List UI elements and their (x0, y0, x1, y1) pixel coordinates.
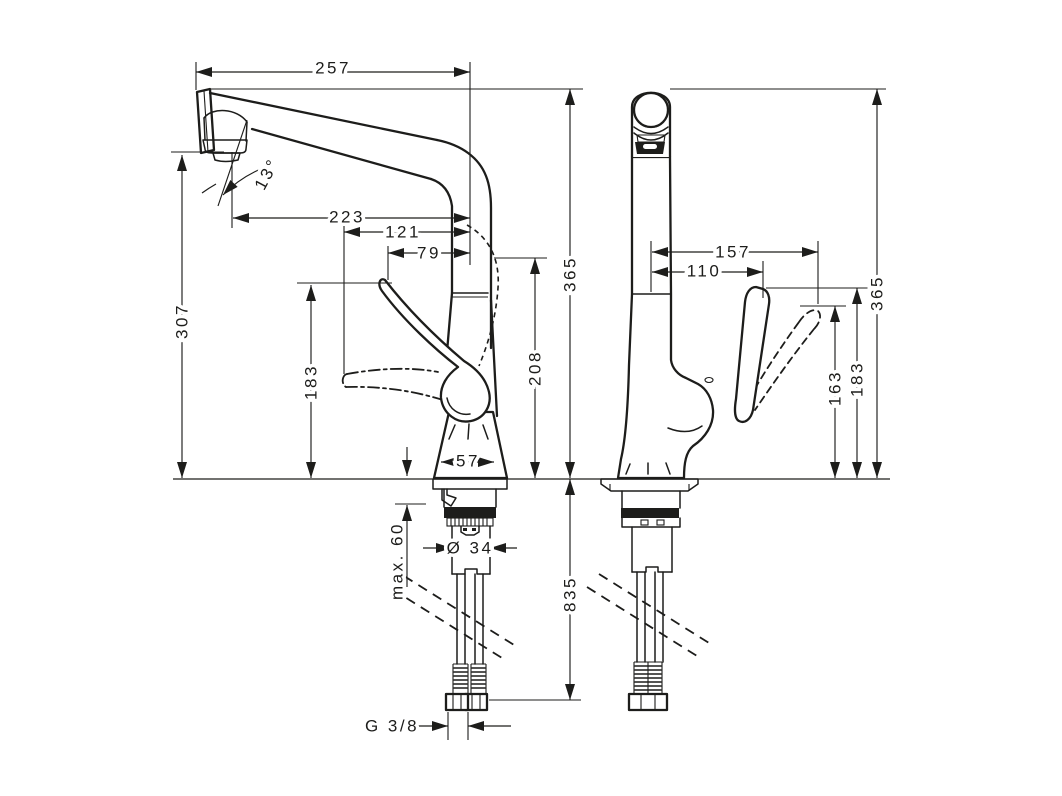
break-lines (586, 573, 710, 657)
handle-socket-dot (704, 376, 714, 384)
front-view (586, 91, 821, 712)
dim-handle-reach-raised: 79 (417, 244, 441, 263)
side-view-handle (378, 278, 491, 423)
dim-handle-height-upright: 183 (848, 361, 867, 397)
front-view-base-under-counter (600, 478, 699, 573)
dim-hose-length: 835 (561, 576, 580, 612)
spout-angle-annotation (201, 119, 269, 207)
dim-total-height-front: 365 (868, 275, 887, 311)
dim-spout-reach: 257 (315, 59, 351, 78)
front-view-handle (733, 285, 771, 423)
dim-hose-thread: G 3/8 (365, 717, 419, 736)
side-view-supply-hoses (391, 573, 515, 712)
dim-handle-reach-upright: 110 (687, 262, 722, 281)
dim-handle-reach-tilted: 157 (715, 243, 751, 262)
front-view-body (616, 155, 715, 480)
dim-max-counter-thickness: max. 60 (388, 522, 407, 600)
dim-total-height-side: 365 (561, 256, 580, 292)
dim-shank-diameter: Ø 34 (447, 539, 494, 558)
dim-body-top-height: 208 (526, 350, 545, 386)
dim-handle-reach-horizontal: 121 (385, 223, 421, 242)
mounting-hook (441, 488, 457, 507)
side-view-base-under-counter (432, 478, 508, 575)
front-view-head (630, 91, 672, 157)
dimension-annotations: 257 13° 223 121 79 307 183 208 365 57 ma… (169, 55, 890, 740)
spout-swivel-outline (466, 224, 500, 367)
break-lines (391, 575, 515, 659)
dim-base-width: 57 (456, 452, 480, 471)
dim-spout-tip-to-axis: 223 (329, 208, 365, 227)
hose-nut-left (444, 692, 470, 712)
front-view-supply-hoses (586, 571, 710, 712)
base-seal (444, 507, 496, 518)
dim-spout-tip-height: 307 (173, 303, 192, 339)
hose-nut (627, 692, 669, 712)
side-view-handle-alt (341, 367, 444, 401)
side-view (195, 87, 515, 712)
threaded-shank (631, 526, 673, 573)
base-seal (621, 508, 679, 518)
dim-handle-height-raised: 183 (302, 364, 321, 400)
dim-lines (177, 67, 882, 731)
side-view-spout (195, 87, 493, 350)
dim-spout-angle: 13° (251, 155, 283, 193)
dim-handle-height-tilted: 163 (826, 370, 845, 406)
